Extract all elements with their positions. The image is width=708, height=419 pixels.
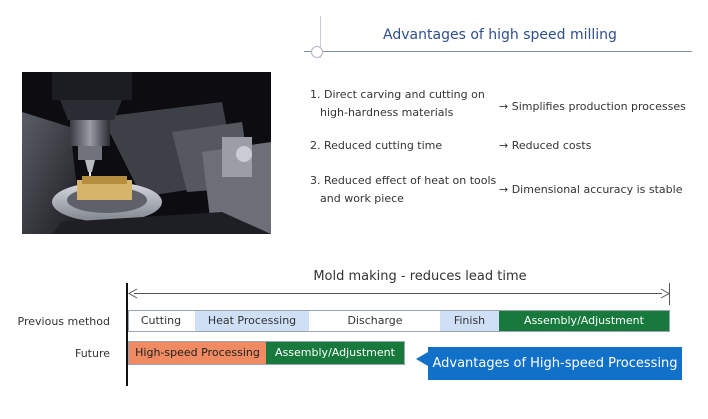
milling-machine-photo xyxy=(22,72,271,234)
callout-pointer xyxy=(416,352,428,366)
future-label: Future xyxy=(74,347,110,360)
page-title: Advantages of high speed milling xyxy=(383,27,617,43)
advantage-3-line-1: 3. Reduced effect of heat on tools xyxy=(310,174,497,187)
title-circle-ornament xyxy=(311,46,323,58)
segment-assembly-previous: Assembly/Adjustment xyxy=(499,311,669,331)
segment-finish: Finish xyxy=(440,311,499,331)
lead-time-span-line xyxy=(134,293,662,294)
lead-time-title: Mold making - reduces lead time xyxy=(313,269,527,284)
arrow-right-icon xyxy=(660,288,670,299)
title-divider-vertical xyxy=(320,16,321,58)
advantage-1-text: 1. Direct carving and cutting on high-ha… xyxy=(310,86,485,122)
future-bar xyxy=(128,341,405,365)
advantage-3-result: → Dimensional accuracy is stable xyxy=(499,183,683,196)
advantage-3-line-2: and work piece xyxy=(320,192,404,205)
segment-cutting: Cutting xyxy=(129,311,193,331)
previous-method-label: Previous method xyxy=(17,315,110,328)
title-underline xyxy=(304,51,692,52)
advantage-2-result: → Reduced costs xyxy=(499,139,592,152)
advantage-2-line-1: 2. Reduced cutting time xyxy=(310,139,443,152)
segment-heat-processing: Heat Processing xyxy=(195,311,309,331)
timeline-start-axis xyxy=(126,283,128,386)
arrow-left-icon xyxy=(128,288,138,299)
segment-assembly-future: Assembly/Adjustment xyxy=(266,342,404,364)
segment-discharge: Discharge xyxy=(310,311,440,331)
advantage-1-line-1: 1. Direct carving and cutting on xyxy=(310,88,485,101)
timeline-end-tick xyxy=(669,283,670,305)
advantage-2-text: 2. Reduced cutting time xyxy=(310,137,442,155)
high-speed-advantage-callout: Advantages of High-speed Processing xyxy=(428,347,682,380)
advantage-1-line-2: high-hardness materials xyxy=(320,106,454,119)
milling-machine-illustration xyxy=(22,72,271,234)
advantage-1-result: → Simplifies production processes xyxy=(499,100,686,113)
segment-high-speed-processing: High-speed Processing xyxy=(129,342,266,364)
advantage-3-text: 3. Reduced effect of heat on tools and w… xyxy=(310,172,496,208)
